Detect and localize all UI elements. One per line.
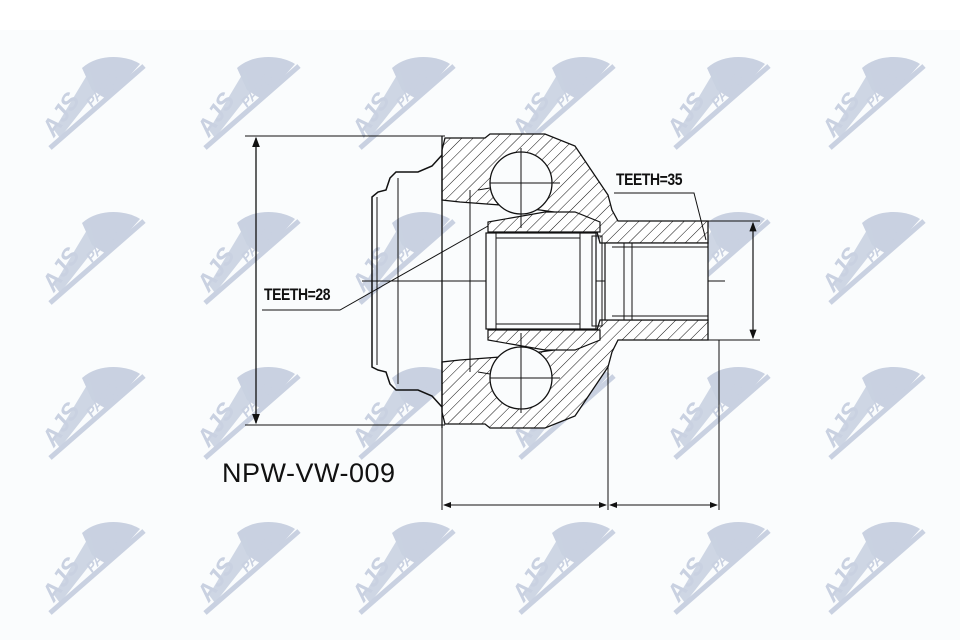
inner-race-lower bbox=[487, 329, 601, 351]
dimension-overall-diameter bbox=[245, 135, 445, 426]
leader-teeth-28 bbox=[262, 225, 489, 311]
boot-outline bbox=[371, 154, 443, 408]
teeth-35-label: TEETH=35 bbox=[616, 170, 683, 189]
inner-spline-bore bbox=[485, 232, 597, 330]
dimension-shaft-diameter bbox=[700, 220, 760, 341]
inner-race-upper bbox=[487, 211, 601, 233]
dimension-lengths bbox=[441, 340, 720, 510]
part-number: NPW-VW-009 bbox=[222, 458, 396, 488]
leader-teeth-35 bbox=[614, 192, 707, 241]
drawing-background bbox=[0, 30, 960, 640]
teeth-28-label: TEETH=28 bbox=[264, 285, 331, 304]
stub-shaft bbox=[604, 242, 709, 321]
